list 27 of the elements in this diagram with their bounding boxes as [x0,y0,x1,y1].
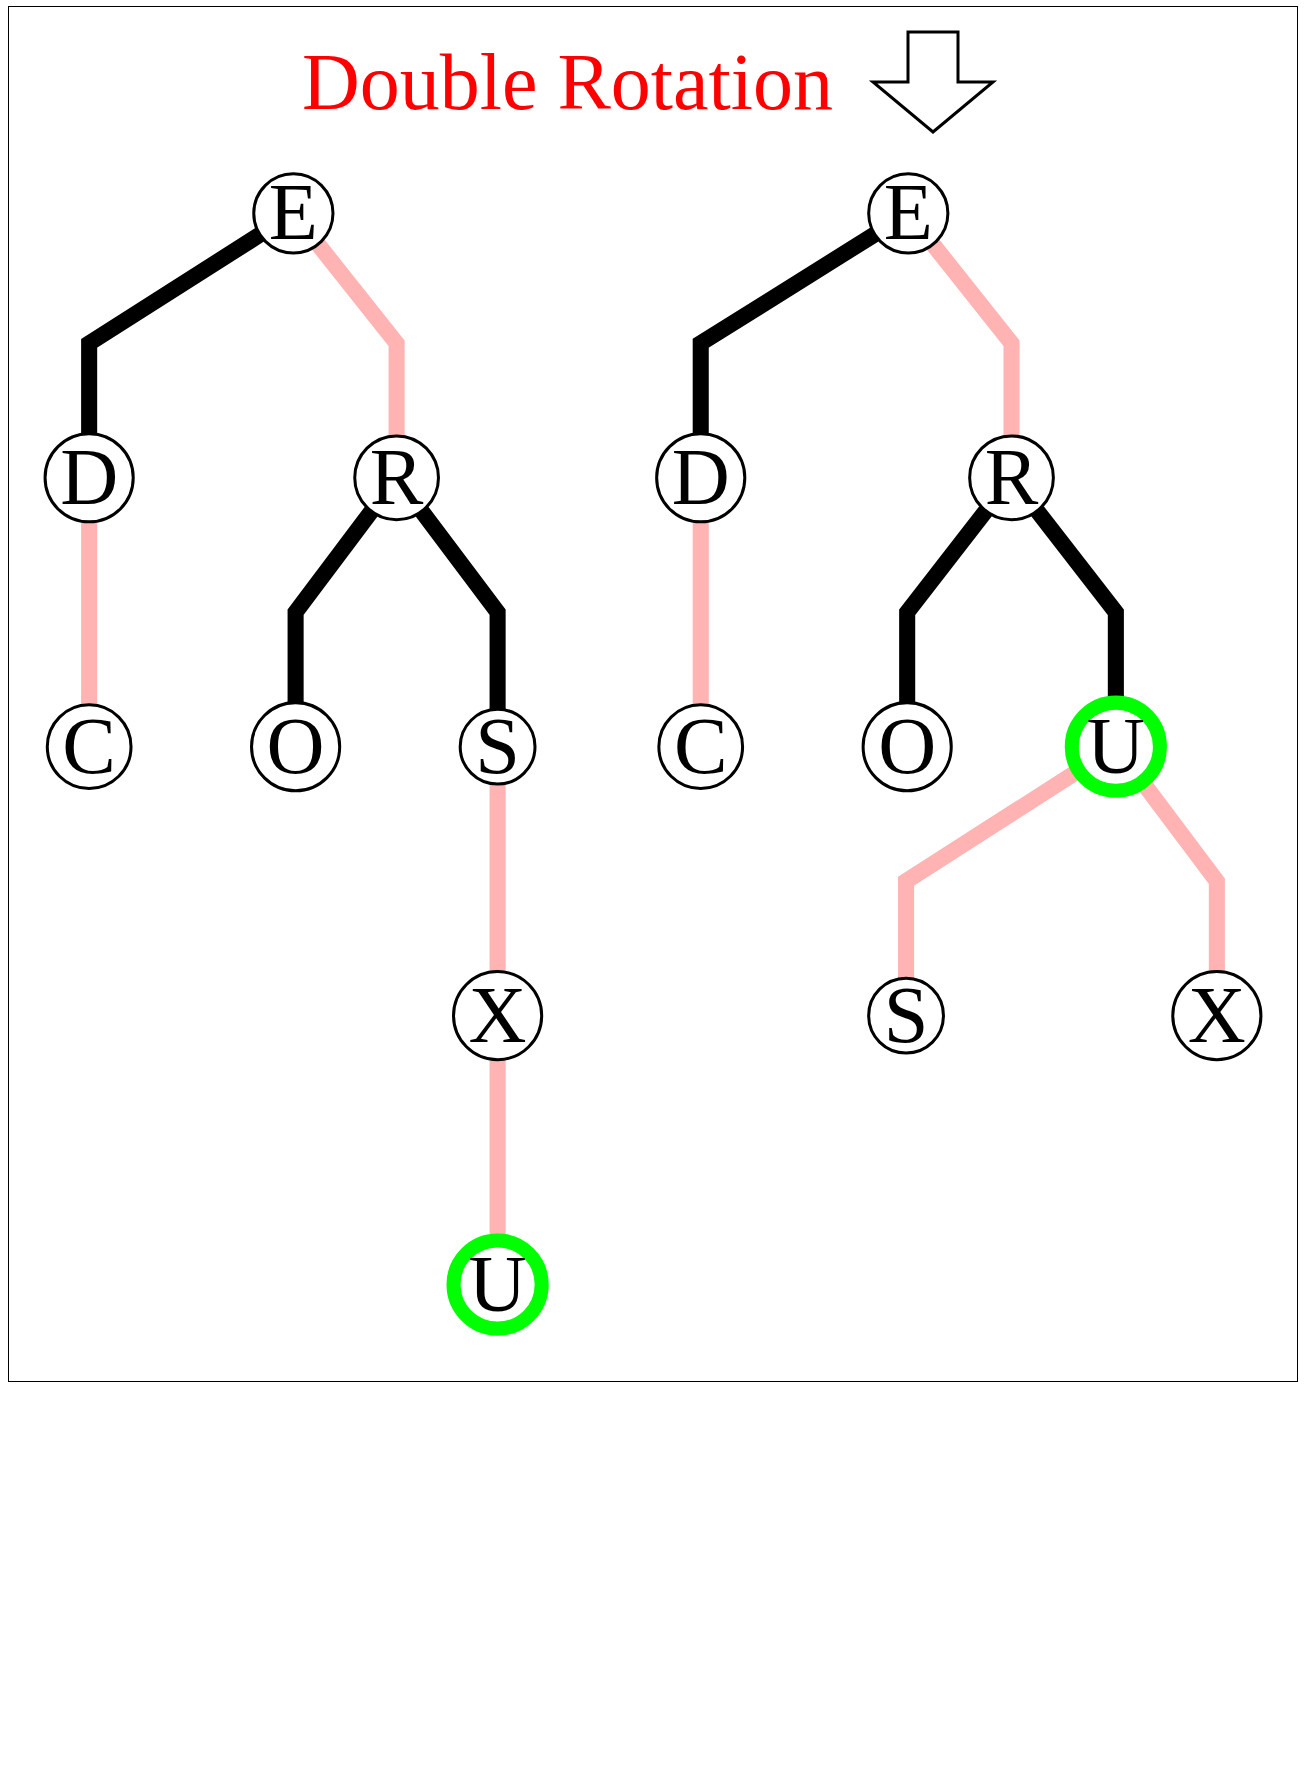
annotation-label: Double Rotation [301,36,834,128]
node-circle: R [967,434,1055,522]
node-circle: S [866,976,945,1055]
connector [692,227,879,434]
node-circle: O [861,701,953,793]
node-circle: X [451,970,543,1062]
connector [80,521,97,705]
node-circle: O [249,701,341,793]
connector [414,506,506,710]
node-circle: U [1064,695,1167,798]
node-circle: C [45,703,133,791]
connector [489,784,506,972]
connector [898,505,992,703]
node-circle: U [446,1233,549,1336]
node-circle: S [458,707,536,786]
node-circle: X [1170,970,1262,1062]
connector [311,239,405,436]
node-circle: E [866,172,949,255]
connector [287,506,378,703]
node-circle: R [352,434,440,522]
node-circle: D [43,432,135,524]
connector [80,227,264,434]
node-circle: E [251,172,334,255]
node-circle: D [654,432,746,524]
connector [692,521,709,705]
node-circle: C [656,703,744,791]
connector [926,239,1020,436]
